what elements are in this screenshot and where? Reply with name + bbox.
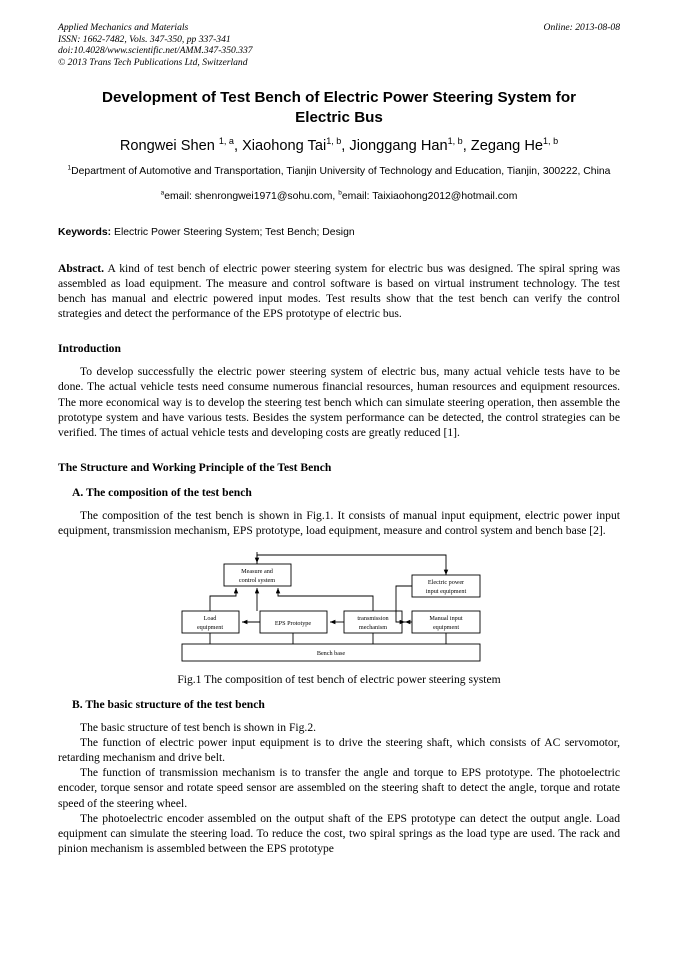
abstract: Abstract. A kind of test bench of electr… [58, 261, 620, 321]
keywords-label: Keywords: [58, 227, 112, 238]
figure-1-wrapper: Measure and control system Electric powe… [58, 550, 620, 668]
label-electric-power-2: input equipment [426, 588, 467, 595]
masthead: Applied Mechanics and Materials ISSN: 16… [58, 22, 620, 74]
page-title: Development of Test Bench of Electric Po… [101, 89, 577, 126]
heading-sub-b: B. The basic structure of the test bench [72, 698, 265, 712]
paragraph-introduction: To develop successfully the electric pow… [58, 365, 620, 439]
keywords-value: Electric Power Steering System; Test Ben… [114, 227, 355, 238]
masthead-left: Applied Mechanics and Materials ISSN: 16… [58, 22, 395, 68]
diagram-labels: Measure and control system Electric powe… [197, 568, 467, 657]
author-emails: aemail: shenrongwei1971@sohu.com, bemail… [160, 189, 518, 202]
label-manual-1: Manual input [429, 615, 462, 622]
keywords-line: Keywords: Electric Power Steering System… [58, 226, 620, 240]
box-bench-base [181, 643, 481, 662]
box-load-equipment [181, 610, 240, 634]
paragraph-sub-b-1: The basic structure of test bench is sho… [80, 721, 317, 735]
label-transmission-1: transmission [357, 615, 388, 622]
label-load-1: Load [204, 615, 218, 622]
journal-name: Applied Mechanics and Materials [58, 22, 189, 33]
diagram-legs [209, 633, 447, 645]
doi-line: doi:10.4028/www.scientific.net/AMM.347-3… [58, 45, 253, 57]
online-date: Online: 2013-08-08 [543, 22, 620, 33]
figure-1-diagram: Measure and control system Electric powe… [174, 550, 504, 662]
label-load-2: equipment [197, 624, 223, 631]
label-electric-power-1: Electric power [428, 579, 464, 586]
diagram-connector-electric-to-transmission [395, 585, 412, 625]
block-diagram-svg: Measure and control system Electric powe… [181, 552, 481, 662]
abstract-label: Abstract. [58, 262, 105, 275]
paragraph-sub-b-4: The photoelectric encoder assembled on t… [58, 811, 620, 855]
heading-introduction: Introduction [58, 342, 121, 356]
label-manual-2: equipment [433, 624, 459, 631]
diagram-boxes [181, 563, 481, 662]
author-list: Rongwei Shen 1, a, Xiaohong Tai1, b, Jio… [119, 136, 559, 154]
affiliation: 1Department of Automotive and Transporta… [67, 164, 611, 177]
diagram-connectors-to-measure [209, 588, 374, 612]
figure-1-caption: Fig.1 The composition of test bench of e… [177, 673, 501, 687]
heading-sub-a: A. The composition of the test bench [72, 485, 252, 499]
label-eps-prototype: EPS Prototype [275, 620, 312, 627]
label-bench-base: Bench base [317, 650, 346, 657]
abstract-text: A kind of test bench of electric power s… [58, 262, 621, 321]
issn-line: ISSN: 1662-7482, Vols. 347-350, pp 337-3… [58, 33, 231, 45]
heading-structure: The Structure and Working Principle of t… [58, 460, 332, 474]
label-measure-control-1: Measure and [241, 568, 274, 575]
label-measure-control-2: control system [239, 577, 275, 584]
copyright-line: © 2013 Trans Tech Publications Ltd, Swit… [58, 56, 248, 68]
box-measure-control [223, 563, 292, 587]
paragraph-sub-a: The composition of the test bench is sho… [58, 508, 620, 537]
label-transmission-2: mechanism [359, 624, 387, 631]
paragraph-sub-b-3: The function of transmission mechanism i… [58, 766, 620, 810]
paragraph-sub-b-2: The function of electric power input equ… [58, 736, 620, 765]
